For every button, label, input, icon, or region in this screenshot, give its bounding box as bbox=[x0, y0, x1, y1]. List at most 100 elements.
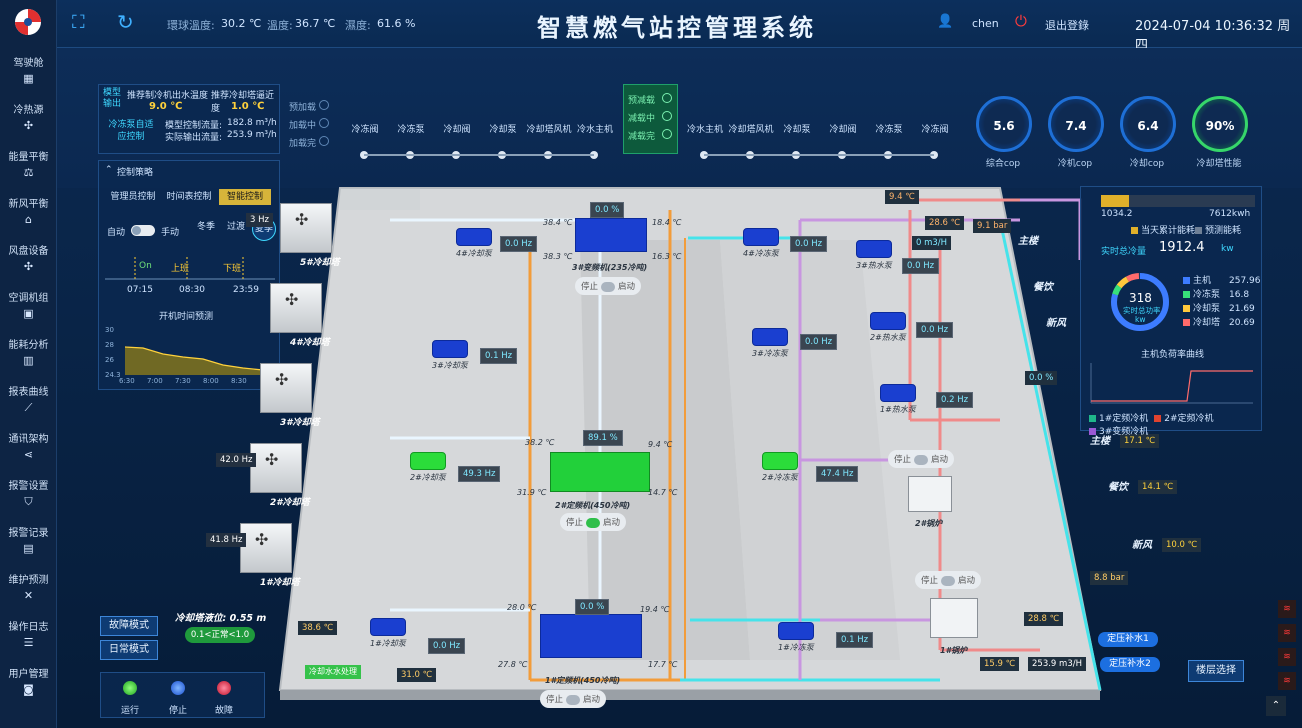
pump-p1_cool[interactable] bbox=[370, 618, 406, 636]
chiller3-toggle[interactable]: 停止启动 bbox=[575, 277, 642, 295]
load-legend-swatch bbox=[1089, 428, 1096, 435]
sidebar-item-1[interactable]: 冷热源✣ bbox=[0, 97, 57, 143]
sidebar-item-6[interactable]: 能耗分析▥ bbox=[0, 332, 57, 378]
pump-p3_cool[interactable] bbox=[432, 340, 468, 358]
fullscreen-icon[interactable]: ⛶ bbox=[72, 12, 85, 33]
forecast-y-tick: 30 bbox=[105, 326, 114, 334]
pump-p3_frz[interactable] bbox=[752, 328, 788, 346]
sidebar-item-13[interactable]: 用户管理◙ bbox=[0, 661, 57, 707]
strategy-tab-2[interactable]: 智能控制 bbox=[219, 189, 271, 205]
transition-option[interactable]: 过渡 bbox=[227, 222, 246, 232]
chiller-3[interactable] bbox=[575, 218, 647, 252]
refresh-icon[interactable]: ↻ bbox=[117, 10, 134, 34]
alarm-icon[interactable]: ≋ bbox=[1278, 648, 1296, 666]
sequence-step-label: 冷冻泵 bbox=[397, 125, 425, 135]
chiller2-pct: 89.1 % bbox=[583, 430, 623, 446]
run-indicator bbox=[123, 681, 137, 695]
sequence-step-dot bbox=[930, 151, 938, 159]
fault-mode-button[interactable]: 故障模式 bbox=[100, 616, 158, 636]
sequence-step-label: 冷却阀 bbox=[829, 125, 857, 135]
daily-mode-button[interactable]: 日常模式 bbox=[100, 640, 158, 660]
tower-2[interactable]: ✣ bbox=[250, 443, 302, 493]
building-icon: ⌂ bbox=[25, 213, 32, 226]
sidebar-item-11[interactable]: 维护预测✕ bbox=[0, 567, 57, 613]
load-state-label: 预减载 bbox=[628, 96, 656, 106]
sidebar-item-0[interactable]: 驾驶舱▦ bbox=[0, 50, 57, 96]
hot-press: 9.1 bar bbox=[973, 219, 1012, 233]
chiller3-t4: 16.3 ℃ bbox=[652, 252, 682, 261]
makeup-water-1[interactable]: 定压补水1 bbox=[1098, 632, 1158, 647]
energy-current: 1034.2 bbox=[1101, 209, 1133, 219]
pump-h1[interactable] bbox=[880, 384, 916, 402]
sidebar-item-10[interactable]: 报警记录▤ bbox=[0, 520, 57, 566]
winter-option[interactable]: 冬季 bbox=[197, 222, 216, 232]
breakdown-swatch bbox=[1183, 319, 1190, 326]
pump-h2[interactable] bbox=[870, 312, 906, 330]
sidebar-item-3[interactable]: 新风平衡 ⌂ bbox=[0, 191, 57, 237]
sidebar-item-8[interactable]: 通讯架构⋖ bbox=[0, 426, 57, 472]
load-chart bbox=[1090, 363, 1253, 404]
pump-p2_frz[interactable] bbox=[762, 452, 798, 470]
chiller2-toggle[interactable]: 停止启动 bbox=[560, 513, 627, 531]
chiller1-toggle[interactable]: 停止启动 bbox=[540, 690, 607, 708]
zone-temp: 14.1 ℃ bbox=[1138, 480, 1178, 494]
chiller-2[interactable] bbox=[550, 452, 650, 492]
pump-hz: 0.2 Hz bbox=[936, 392, 974, 408]
floor-select-button[interactable]: 楼层选择 bbox=[1188, 660, 1244, 682]
pump-hz: 47.4 Hz bbox=[816, 466, 859, 482]
collapse-icon[interactable]: ⌃ bbox=[105, 165, 113, 175]
pump-p2_cool[interactable] bbox=[410, 452, 446, 470]
load-legend-item: 2#定频冷机 bbox=[1154, 414, 1214, 424]
boiler-1[interactable] bbox=[930, 598, 978, 638]
strategy-tab-1[interactable]: 时间表控制 bbox=[166, 192, 212, 202]
strategy-tab-0[interactable]: 管理员控制 bbox=[110, 192, 156, 202]
alarm-icon[interactable]: ≋ bbox=[1278, 672, 1296, 690]
sidebar-item-2[interactable]: 能量平衡⚖ bbox=[0, 144, 57, 190]
tower-level-range: 0.1<正常<1.0 bbox=[185, 627, 255, 643]
state-indicator bbox=[662, 129, 672, 139]
boiler2-toggle[interactable]: 停止启动 bbox=[888, 450, 955, 468]
tower-1[interactable]: ✣ bbox=[240, 523, 292, 573]
boiler-2[interactable] bbox=[908, 476, 952, 512]
makeup-water-2[interactable]: 定压补水2 bbox=[1100, 657, 1160, 672]
load-state-label: 减载中 bbox=[628, 114, 656, 124]
tower-5[interactable]: ✣ bbox=[280, 203, 332, 253]
chiller1-t1: 28.0 ℃ bbox=[507, 603, 537, 612]
load-legend-label: 1#定频冷机 bbox=[1099, 414, 1149, 424]
sidebar-item-7[interactable]: 报表曲线⟋ bbox=[0, 379, 57, 425]
load-state-label: 加载完 bbox=[289, 139, 317, 149]
scroll-up-icon[interactable]: ⌃ bbox=[1266, 696, 1286, 716]
adaptive-control-label: 冷冻泵自适应控制 bbox=[108, 120, 154, 142]
pump-name: 1#冷却泵 bbox=[370, 639, 406, 648]
chiller2-t3: 9.4 ℃ bbox=[648, 440, 673, 449]
logout-link[interactable]: 退出登錄 bbox=[1045, 19, 1089, 32]
strategy-title: 控制策略 bbox=[117, 168, 154, 178]
chiller1-pct: 0.0 % bbox=[575, 599, 610, 615]
alarm-icon[interactable]: ≋ bbox=[1278, 624, 1296, 642]
alarm-icon[interactable]: ≋ bbox=[1278, 600, 1296, 618]
sidebar-item-label: 能量平衡 bbox=[8, 152, 49, 163]
hot-temp: 28.6 ℃ bbox=[925, 216, 965, 230]
pump-p1_frz[interactable] bbox=[778, 622, 814, 640]
power-icon[interactable]: ⏻ bbox=[1015, 12, 1027, 30]
sequence-step-label: 冷水主机 bbox=[576, 125, 613, 135]
sidebar-item-label: 报警设置 bbox=[8, 481, 49, 492]
alert-icons: ≋ ≋ ≋ ≋ bbox=[1278, 600, 1298, 700]
sidebar-item-label: 新风平衡 bbox=[8, 199, 49, 210]
pump-h3[interactable] bbox=[856, 240, 892, 258]
boiler1-toggle[interactable]: 停止启动 bbox=[915, 571, 982, 589]
tower-3[interactable]: ✣ bbox=[260, 363, 312, 413]
sidebar-item-4[interactable]: 风盘设备✣ bbox=[0, 238, 57, 284]
water-treatment[interactable]: 冷却水水处理 bbox=[305, 665, 361, 679]
pump-p4_frz[interactable] bbox=[743, 228, 779, 246]
forecast-area bbox=[125, 347, 263, 375]
auto-manual-toggle[interactable] bbox=[131, 225, 155, 236]
pump-p4_cool[interactable] bbox=[456, 228, 492, 246]
tower-4[interactable]: ✣ bbox=[270, 283, 322, 333]
sidebar-item-5[interactable]: 空调机组▣ bbox=[0, 285, 57, 331]
forecast-x-tick: 8:30 bbox=[231, 377, 247, 385]
chiller-1[interactable] bbox=[540, 614, 642, 658]
sidebar-item-12[interactable]: 操作日志☰ bbox=[0, 614, 57, 660]
sidebar-item-9[interactable]: 报警设置⛉ bbox=[0, 473, 57, 519]
